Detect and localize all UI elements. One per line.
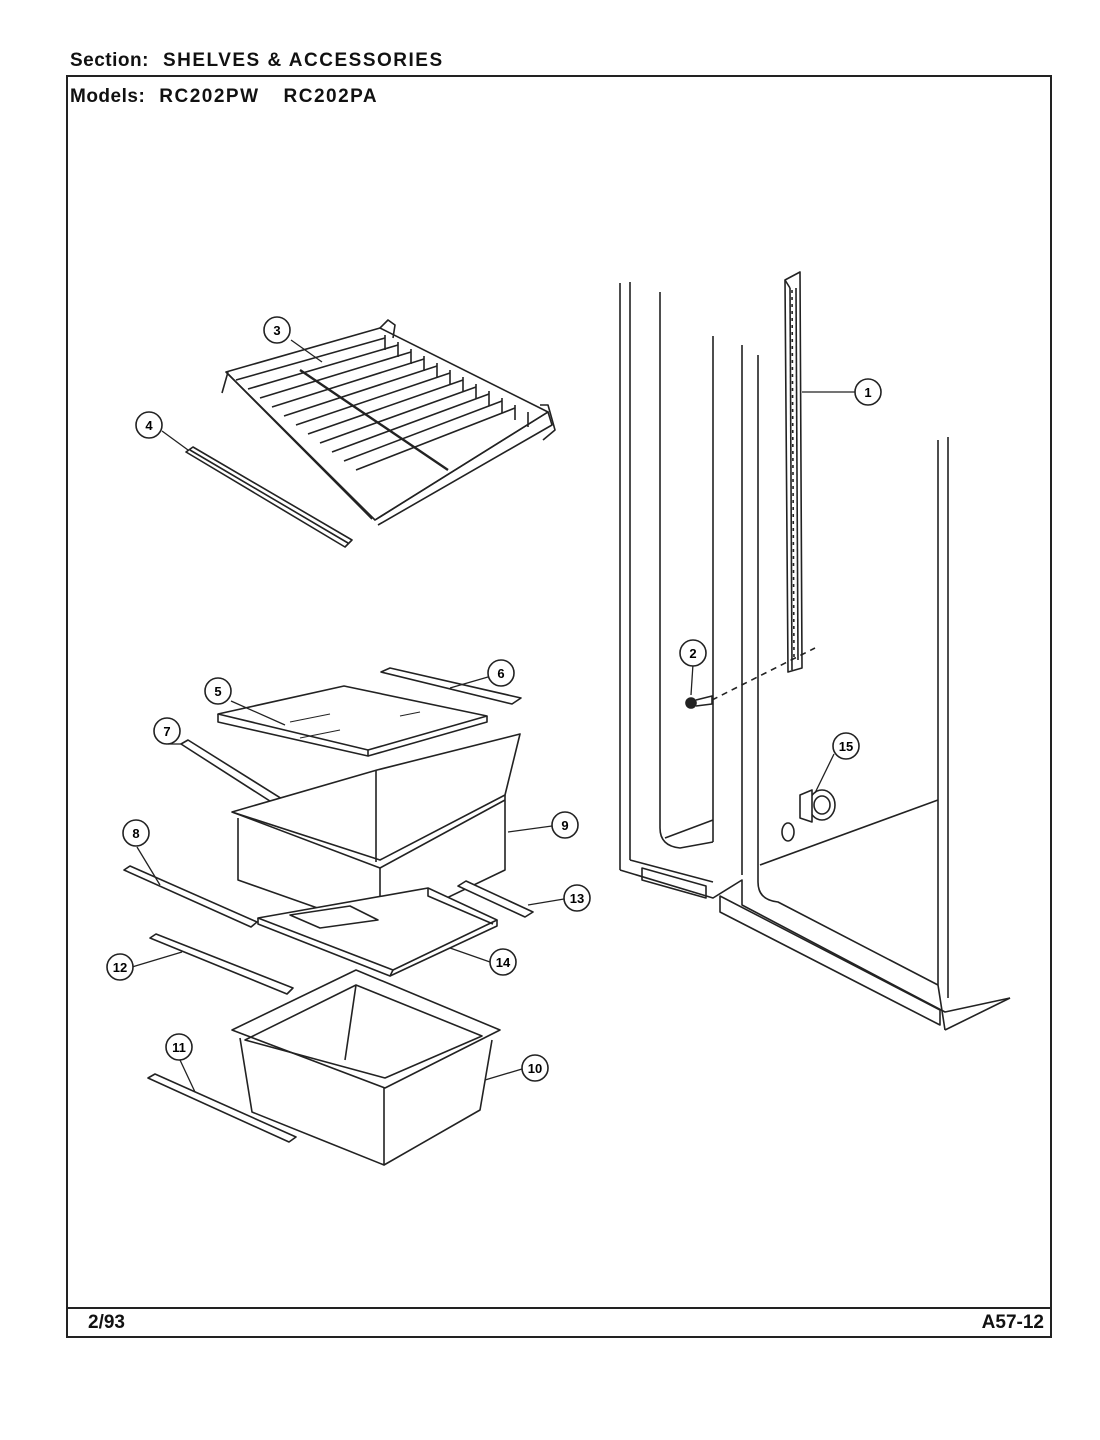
svg-text:14: 14	[496, 955, 511, 970]
svg-text:10: 10	[528, 1061, 542, 1076]
callout-15: 15	[832, 732, 860, 760]
part-13-trim	[457, 880, 534, 918]
leader-lines	[131, 339, 856, 1093]
callout-10: 10	[521, 1054, 549, 1082]
callout-12: 12	[106, 953, 134, 981]
part-10-crisper-bottom	[231, 969, 501, 1166]
svg-text:8: 8	[132, 826, 139, 841]
footer-date: 2/93	[88, 1312, 125, 1333]
part-6-trim	[380, 667, 522, 705]
part-1-shelf-ladder	[784, 271, 803, 673]
section-label: Section:	[70, 50, 149, 71]
part-12-trim	[149, 933, 294, 995]
svg-text:5: 5	[214, 684, 221, 699]
model-2: RC202PA	[283, 86, 379, 107]
diagram-frame	[66, 75, 1052, 1338]
svg-text:11: 11	[172, 1040, 186, 1055]
svg-text:2: 2	[689, 646, 696, 661]
section-value: SHELVES & ACCESSORIES	[162, 50, 444, 71]
svg-text:3: 3	[273, 323, 280, 338]
part-5-glass-shelf	[217, 685, 488, 757]
callouts: 1 2 3 4 5 6 7 8 9 10 11 12 13 14 15	[106, 316, 882, 1082]
callout-9: 9	[551, 811, 579, 839]
callout-14: 14	[489, 948, 517, 976]
models-label: Models:	[70, 86, 146, 107]
part-11-trim	[147, 1073, 297, 1143]
svg-text:1: 1	[864, 385, 871, 400]
callout-5: 5	[204, 677, 232, 705]
part-8-trim	[123, 865, 258, 928]
svg-text:9: 9	[561, 818, 568, 833]
callout-1: 1	[854, 378, 882, 406]
callout-7: 7	[153, 717, 181, 745]
part-15-knob	[781, 789, 836, 842]
callout-6: 6	[487, 659, 515, 687]
section-header: Section: SHELVES & ACCESSORIES	[70, 50, 444, 72]
models-header: Models: RC202PW RC202PA	[70, 86, 378, 108]
svg-text:4: 4	[145, 418, 153, 433]
model-1: RC202PW	[159, 86, 260, 107]
svg-text:12: 12	[113, 960, 127, 975]
callout-3: 3	[263, 316, 291, 344]
callout-13: 13	[563, 884, 591, 912]
callout-2: 2	[679, 639, 707, 667]
footer-code: A57-12	[981, 1312, 1044, 1333]
svg-text:15: 15	[839, 739, 853, 754]
part-2-screw	[685, 647, 816, 709]
svg-text:7: 7	[163, 724, 170, 739]
cabinet-illustration	[619, 282, 1011, 1031]
callout-8: 8	[122, 819, 150, 847]
part-3-wire-shelf	[221, 319, 556, 526]
svg-text:13: 13	[570, 891, 584, 906]
part-4-trim	[185, 446, 353, 548]
footer-divider	[66, 1307, 1052, 1309]
part-14-cover	[257, 887, 498, 977]
callout-4: 4	[135, 411, 163, 439]
svg-text:6: 6	[497, 666, 504, 681]
callout-11: 11	[165, 1033, 193, 1061]
